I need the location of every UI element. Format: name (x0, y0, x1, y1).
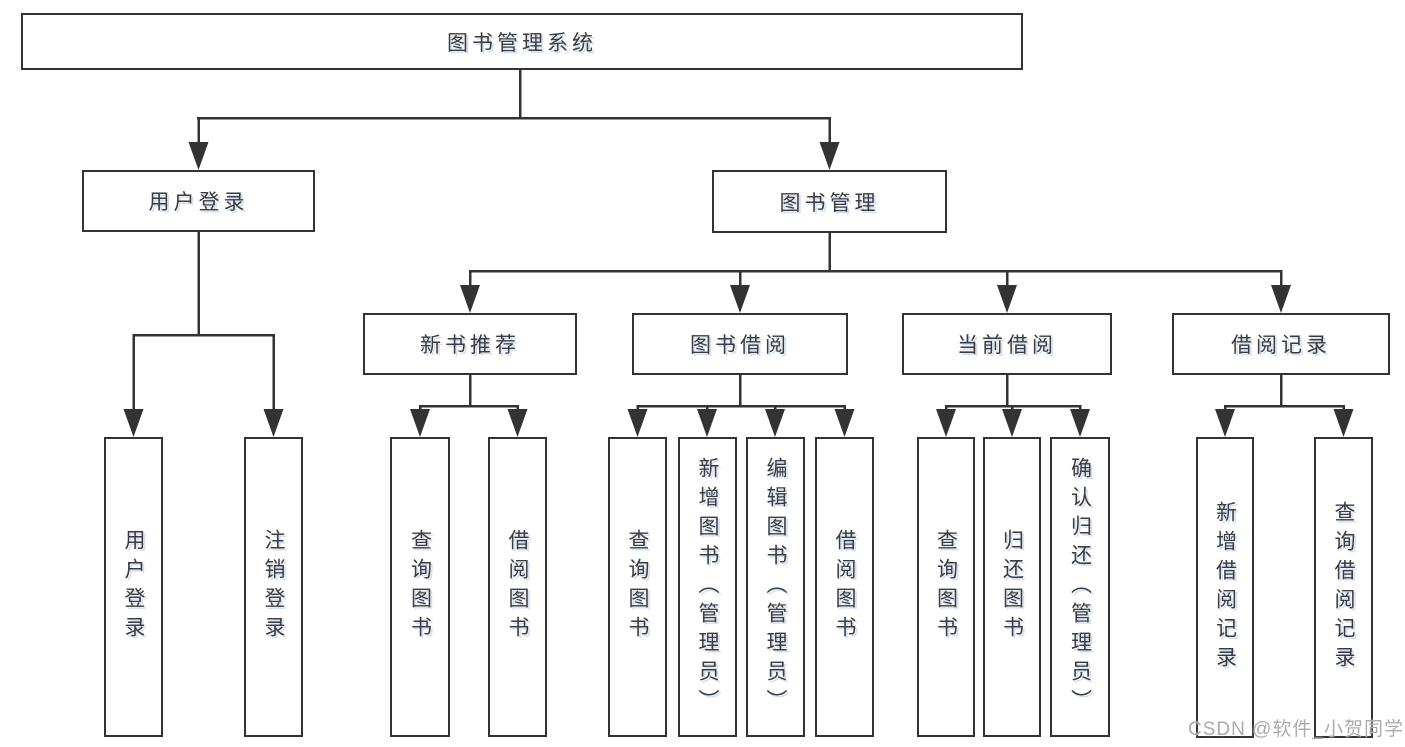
connector-newbook-to-children (410, 375, 528, 437)
node-borrowing-records: 借阅记录 (1172, 313, 1390, 375)
node-cb-return-books-label: 归还图书 (1000, 529, 1024, 645)
node-current-borrowing-label: 当前借阅 (957, 334, 1057, 357)
node-bb-add-books-admin-label: 新增图书（管理员） (696, 456, 719, 718)
node-bb-borrow-books: 借阅图书 (815, 437, 874, 737)
node-new-book-recommendation-label: 新书推荐 (420, 334, 520, 357)
node-nb-borrow-books: 借阅图书 (488, 437, 547, 737)
node-bb-edit-books-admin: 编辑图书（管理员） (746, 437, 805, 737)
node-user-login-label: 用户登录 (148, 191, 249, 214)
connector-bookmgmt-to-level3 (460, 233, 1291, 313)
node-user-login: 用户登录 (82, 170, 315, 232)
node-bb-borrow-books-label: 借阅图书 (833, 529, 856, 645)
node-new-book-recommendation: 新书推荐 (363, 313, 577, 375)
node-br-query-record: 查询借阅记录 (1314, 437, 1373, 738)
connector-borrowrecords-to-children (1215, 375, 1354, 437)
node-cb-confirm-return-admin-label: 确认归还（管理员） (1068, 456, 1092, 718)
connector-bookborrow-to-children (627, 375, 855, 437)
node-bb-query-books-label: 查询图书 (626, 529, 649, 645)
node-br-add-record-label: 新增借阅记录 (1213, 500, 1237, 675)
node-nb-query-books: 查询图书 (390, 437, 450, 737)
node-book-borrowing: 图书借阅 (632, 313, 848, 375)
node-cb-query-books-label: 查询图书 (934, 529, 958, 645)
node-nb-borrow-books-label: 借阅图书 (506, 529, 529, 645)
watermark: CSDN @软件_小贺同学 (1188, 719, 1404, 740)
node-book-management: 图书管理 (712, 170, 947, 233)
node-bb-query-books: 查询图书 (608, 437, 667, 737)
node-cb-return-books: 归还图书 (983, 437, 1041, 737)
node-book-management-label: 图书管理 (779, 191, 880, 215)
node-book-borrowing-label: 图书借阅 (690, 334, 790, 357)
node-user-login-leaf-label: 用户登录 (122, 529, 145, 645)
node-bb-add-books-admin: 新增图书（管理员） (678, 437, 737, 737)
node-borrowing-records-label: 借阅记录 (1231, 334, 1331, 357)
connector-root-to-level2 (188, 70, 840, 170)
node-br-add-record: 新增借阅记录 (1196, 437, 1254, 738)
node-cb-confirm-return-admin: 确认归还（管理员） (1050, 437, 1110, 737)
node-br-query-record-label: 查询借阅记录 (1332, 500, 1355, 675)
node-current-borrowing: 当前借阅 (902, 313, 1112, 375)
node-logout-leaf: 注销登录 (244, 437, 303, 737)
connector-userlogin-to-children (123, 232, 284, 437)
node-cb-query-books: 查询图书 (917, 437, 975, 737)
node-user-login-leaf: 用户登录 (104, 437, 163, 737)
node-logout-leaf-label: 注销登录 (262, 529, 285, 645)
node-nb-query-books-label: 查询图书 (408, 529, 432, 645)
connector-currentborrow-to-children (936, 375, 1090, 437)
node-bb-edit-books-admin-label: 编辑图书（管理员） (764, 456, 787, 718)
node-root: 图书管理系统 (21, 13, 1023, 70)
node-root-label: 图书管理系统 (447, 31, 597, 55)
